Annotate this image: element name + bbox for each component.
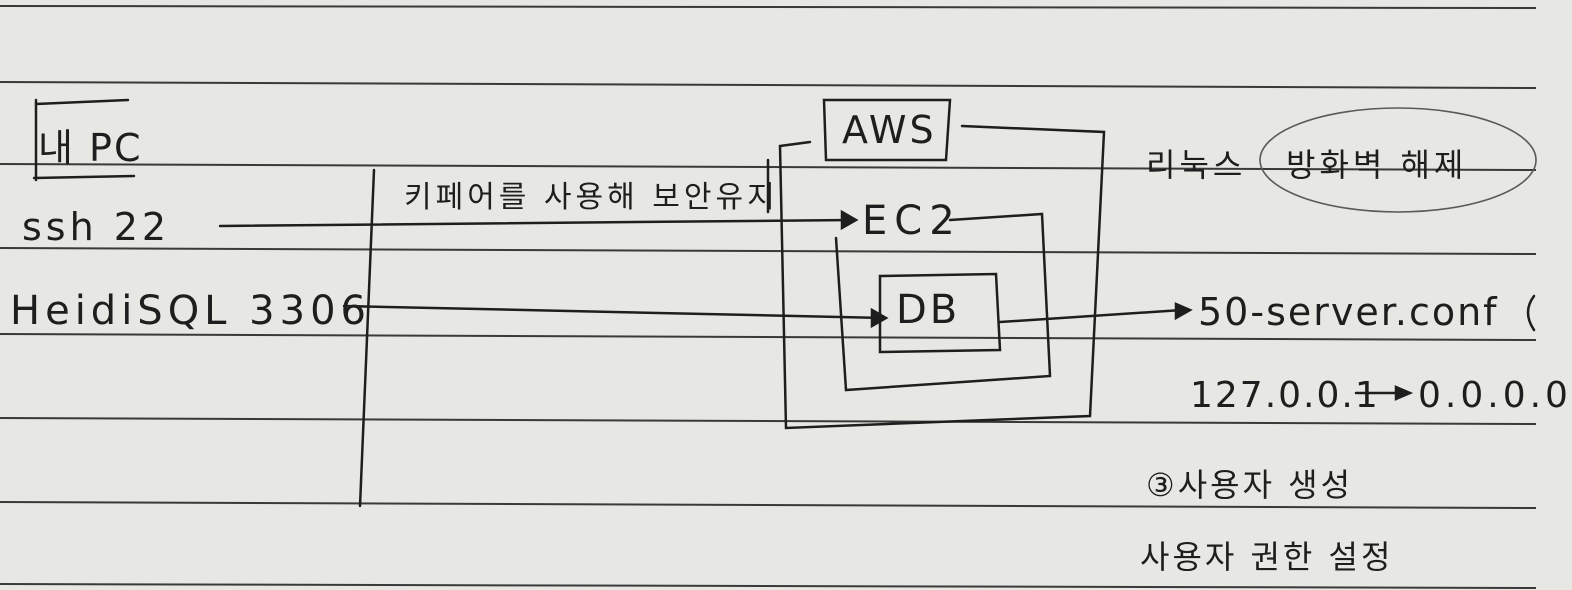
notebook-page: [0, 5, 1537, 589]
conf-file-label: 50-server.conf: [1198, 290, 1499, 334]
permission-label: 사용자 권한 설정: [1140, 538, 1394, 576]
ec2-box: [834, 212, 1052, 392]
my-pc-box: [32, 98, 136, 182]
ip-from-label: 127.0.0.1: [1190, 375, 1380, 416]
db-conf-arrow-head: [1174, 302, 1193, 321]
ruled-line: [0, 333, 1537, 341]
heidisql-arrow-line: [342, 304, 886, 320]
aws-label-box: [822, 98, 952, 162]
divider-line: [358, 168, 376, 508]
ruled-line: [0, 501, 1537, 509]
ssh-label: ssh 22: [22, 205, 171, 249]
ink-drawing: [32, 98, 1537, 508]
keypair-note: 키페어를 사용해 보안유지: [404, 180, 779, 215]
ruled-line: [0, 417, 1537, 425]
my-pc-label: 내 PC: [38, 126, 143, 170]
db-conf-arrow-line: [998, 308, 1184, 324]
ruled-line: [0, 247, 1537, 255]
ruled-line: [0, 81, 1537, 89]
ec2-label: EC2: [862, 198, 962, 244]
firewall-ellipse: [1259, 107, 1537, 213]
ruled-line: [0, 583, 1537, 589]
aws-outer-box: [778, 124, 1106, 430]
ssh-arrow-head: [840, 209, 859, 231]
edge-paren: [1526, 294, 1536, 332]
step3-label: ③사용자 생성: [1146, 466, 1354, 504]
ssh-arrow-line: [218, 218, 854, 228]
heidisql-label: HeidiSQL 3306: [10, 288, 371, 334]
ip-to-label: 0.0.0.0: [1418, 375, 1572, 416]
db-label: DB: [896, 287, 961, 333]
linux-label: 리눅스: [1146, 146, 1247, 184]
ruled-line: [0, 5, 1537, 9]
firewall-note: 방화벽 해제: [1286, 146, 1468, 184]
aws-label: AWS: [842, 108, 937, 152]
db-box: [878, 272, 1002, 354]
heidisql-arrow-head: [870, 307, 889, 329]
ip-arrow-head: [1394, 385, 1414, 401]
